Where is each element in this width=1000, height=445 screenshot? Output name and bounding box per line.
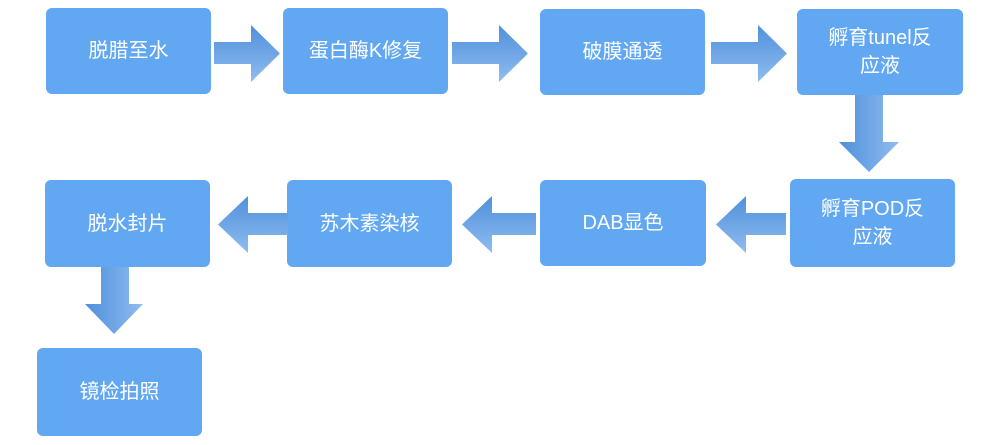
flow-node-step-3: 破膜通透 [540,9,705,95]
flow-node-step-2: 蛋白酶K修复 [283,8,448,94]
arrow-left-step-7-to-step-8 [218,196,288,253]
arrow-right-step-1-to-step-2 [214,25,280,82]
flow-node-step-6: DAB显色 [540,180,706,266]
arrow-down-step-8-to-step-9 [85,267,143,334]
flow-node-step-7: 苏木素染核 [287,180,452,267]
flow-node-step-1: 脱腊至水 [46,8,211,94]
arrow-right-step-2-to-step-3 [452,25,528,82]
arrow-down-step-4-to-step-5 [839,95,899,172]
arrow-left-step-6-to-step-7 [462,196,536,253]
arrow-left-step-5-to-step-6 [716,196,786,253]
flow-node-step-8: 脱水封片 [45,180,210,267]
flow-node-step-5: 孵育POD反应液 [790,179,955,267]
flow-node-step-4: 孵育tunel反应液 [797,9,963,95]
flow-node-step-9: 镜检拍照 [37,348,202,436]
arrow-right-step-3-to-step-4 [711,25,787,82]
